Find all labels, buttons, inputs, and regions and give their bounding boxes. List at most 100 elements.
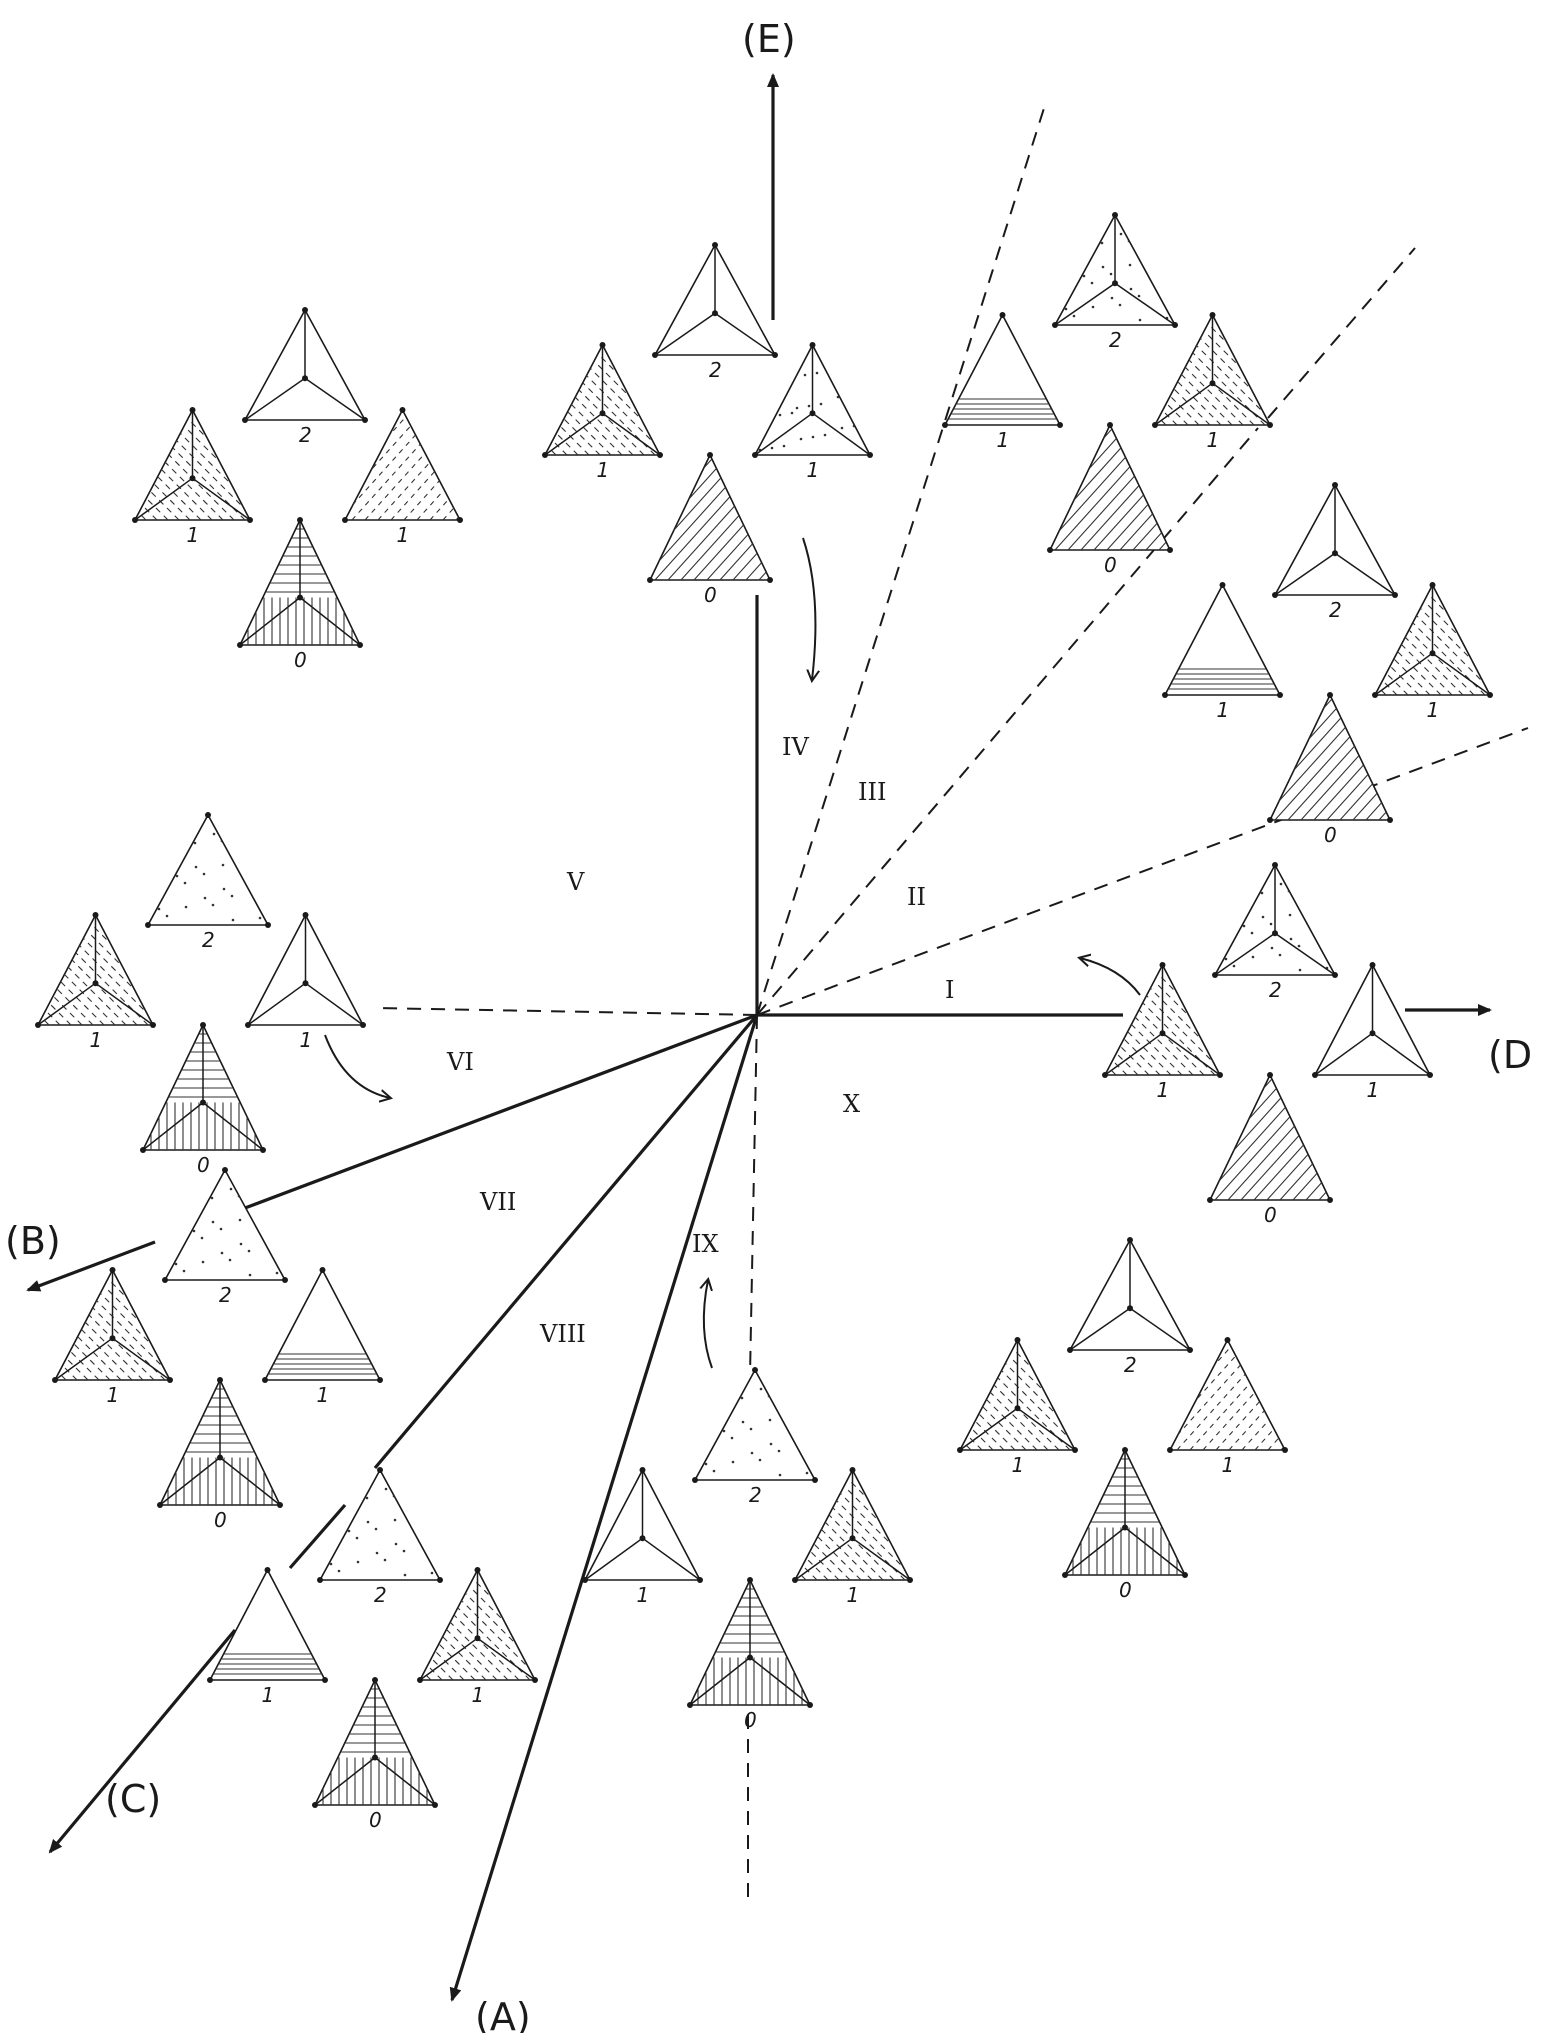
region-label-ix: IX: [692, 1230, 719, 1258]
region-label-vii: VII: [479, 1188, 516, 1216]
triangle-shading: [265, 1353, 380, 1375]
cluster-top-left: 2 1 1 0: [132, 307, 463, 672]
triangle-outline: [163, 1168, 287, 1281]
triangle-label-bottom: 0: [294, 648, 307, 672]
dashed-divider-left: [374, 1007, 758, 1016]
dashed-divider-iii: [756, 427, 1259, 1016]
triangle-label-left: 1: [187, 523, 200, 547]
region-label-v: V: [566, 868, 585, 896]
axis-b-arrow-line: [26, 1240, 156, 1292]
triangle-label-right: 1: [317, 1383, 330, 1407]
triangle-top: [145, 812, 271, 928]
curved-arrows: [324, 537, 1141, 1369]
triangle-outline: [1168, 1338, 1287, 1451]
triangle-right: [262, 1267, 383, 1383]
triangle-label-left: 1: [997, 428, 1010, 452]
triangle-label-top: 2: [374, 1583, 387, 1607]
triangle-label-right: 1: [1427, 698, 1440, 722]
triangle-label-left: 1: [637, 1583, 650, 1607]
triangle-label-bottom: 0: [1104, 553, 1117, 577]
triangle-label-right: 1: [1367, 1078, 1380, 1102]
triangle-label-left: 1: [1217, 698, 1230, 722]
curved-arrow-top: [802, 537, 815, 680]
triangle-outline: [263, 1268, 382, 1381]
curved-arrow-bottom: [704, 1280, 713, 1369]
triangle-bottom: [1207, 1072, 1333, 1203]
triangle-label-bottom: 0: [1324, 823, 1337, 847]
triangle-right: [752, 342, 873, 458]
triangle-label-right: 1: [300, 1028, 313, 1052]
axis-lines: [26, 73, 1529, 2002]
triangle-outline: [693, 1368, 817, 1481]
triangle-outline: [1268, 693, 1392, 821]
triangle-label-bottom: 0: [197, 1153, 210, 1177]
triangle-label-bottom: 0: [744, 1708, 757, 1732]
region-label-ii: II: [907, 883, 926, 911]
region-label-vi: VI: [446, 1048, 474, 1076]
triangle-bottom: [157, 1377, 283, 1508]
triangle-top: [1212, 862, 1338, 978]
triangle-label-bottom: 0: [1119, 1578, 1132, 1602]
triangle-label-top: 2: [749, 1483, 762, 1507]
region-labels: I II III IV V VI VII VIII IX X: [446, 733, 954, 1348]
triangle-bottom: [1062, 1447, 1188, 1578]
triangle-label-bottom: 0: [214, 1508, 227, 1532]
triangle-top: [162, 1167, 288, 1283]
triangle-left: [35, 912, 156, 1028]
triangle-outline: [943, 313, 1062, 426]
axis-a-line: [449, 1014, 759, 2002]
triangle-right: [417, 1567, 538, 1683]
triangle-label-top: 2: [1269, 978, 1282, 1002]
triangle-top: [692, 1367, 818, 1483]
triangle-right: [792, 1467, 913, 1583]
triangle-top: [317, 1467, 443, 1583]
region-label-x: X: [843, 1090, 860, 1118]
triangle-label-top: 2: [299, 423, 312, 447]
triangle-left: [942, 312, 1063, 428]
triangle-right: [1152, 312, 1273, 428]
axis-label-c: (C): [105, 1777, 161, 1821]
triangle-label-right: 1: [397, 523, 410, 547]
triangle-left: [207, 1567, 328, 1683]
triangle-label-right: 1: [472, 1683, 485, 1707]
triangle-shading: [1165, 668, 1280, 690]
triangle-label-right: 1: [807, 458, 820, 482]
region-label-iv: IV: [782, 733, 809, 761]
triangle-label-left: 1: [107, 1383, 120, 1407]
triangle-label-top: 2: [202, 928, 215, 952]
axis-label-e: (E): [742, 17, 796, 61]
region-label-i: I: [945, 976, 954, 1004]
triangle-label-top: 2: [219, 1283, 232, 1307]
triangle-label-left: 1: [1012, 1453, 1025, 1477]
triangle-top: [652, 242, 778, 358]
triangle-outline: [1163, 583, 1282, 696]
triangle-label-left: 1: [1157, 1078, 1170, 1102]
cluster-bottom-left: 2 1 1 0: [207, 1467, 538, 1832]
triangle-outline: [343, 408, 462, 521]
triangle-outline: [318, 1468, 442, 1581]
region-label-iii: III: [858, 778, 886, 806]
dashed-divider-iv: [756, 104, 1046, 1016]
triangle-label-bottom: 0: [1264, 1203, 1277, 1227]
cluster-right: 2 1 1 0: [1102, 862, 1433, 1227]
triangle-top: [1052, 212, 1178, 328]
triangle-label-bottom: 0: [369, 1808, 382, 1832]
triangle-outline: [208, 1568, 327, 1681]
triangle-label-right: 1: [1222, 1453, 1235, 1477]
triangle-bottom: [312, 1677, 438, 1808]
triangle-outline: [648, 453, 772, 581]
triangle-label-left: 1: [90, 1028, 103, 1052]
triangle-label-right: 1: [847, 1583, 860, 1607]
triangle-bottom: [237, 517, 363, 648]
axis-c-line: [373, 1013, 759, 1470]
triangle-label-right: 1: [1207, 428, 1220, 452]
triangle-right: [1312, 962, 1433, 1078]
triangle-label-left: 1: [262, 1683, 275, 1707]
triangle-shading: [210, 1653, 325, 1675]
triangle-label-left: 1: [597, 458, 610, 482]
triangle-label-top: 2: [1124, 1353, 1137, 1377]
